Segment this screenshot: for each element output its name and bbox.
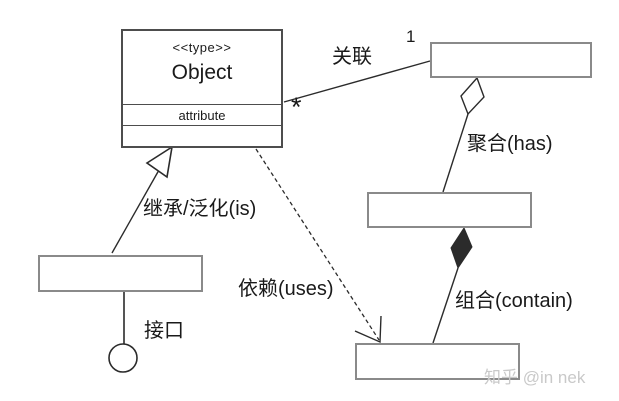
composite-part-box [355, 343, 520, 380]
generalization-triangle-icon [145, 145, 174, 179]
class-attribute-label: attribute [178, 107, 226, 123]
aggregation-label: 聚合(has) [467, 133, 553, 155]
generalization-line [111, 169, 160, 254]
association-line [283, 60, 431, 103]
associated-class-box [430, 42, 592, 78]
aggregation-line [442, 113, 469, 193]
dependency-arrowhead-icon [354, 315, 382, 344]
aggregate-part-box [367, 192, 532, 228]
aggregation-diamond-icon [460, 76, 485, 116]
interface-label: 接口 [144, 320, 184, 342]
composition-label: 组合(contain) [455, 290, 573, 312]
subclass-box [38, 255, 203, 292]
multiplicity-one-label: 1 [406, 27, 416, 46]
dependency-label: 依赖(uses) [238, 278, 334, 300]
class-operations-compartment [123, 126, 281, 146]
class-name-compartment: <<type>> Object [123, 31, 281, 104]
watermark: 知乎 @in nek [484, 368, 586, 387]
association-label: 关联 [332, 46, 372, 68]
inheritance-label: 继承/泛化(is) [143, 198, 257, 220]
composition-diamond-icon [450, 226, 473, 270]
dependency-dashed-line [255, 148, 380, 341]
composition-line [432, 267, 459, 344]
class-title: Object [171, 61, 233, 84]
interface-circle-icon [108, 343, 138, 373]
class-box: <<type>> Object attribute [121, 29, 283, 148]
multiplicity-many-label: * [291, 92, 302, 122]
class-attribute-compartment: attribute [123, 104, 281, 126]
class-stereotype: <<type>> [172, 40, 232, 55]
